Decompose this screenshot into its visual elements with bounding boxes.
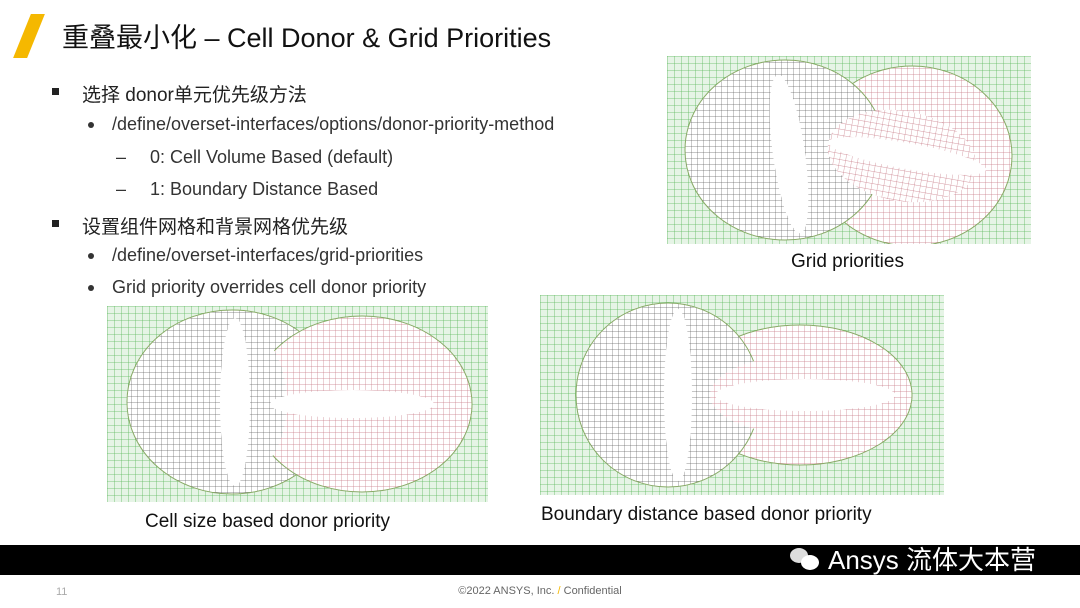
caption-grid-priorities: Grid priorities — [791, 251, 904, 272]
confidential-label: Confidential — [563, 585, 622, 597]
watermark: Ansys 流体大本营 — [790, 540, 1036, 577]
option-boundary-distance: 1: Boundary Distance Based — [116, 179, 378, 200]
bullet-grid-priorities: 设置组件网格和背景网格优先级 — [51, 212, 348, 239]
copyright-text: ©2022 ANSYS, Inc. — [458, 585, 555, 597]
bullet-grid-priorities-command: /define/overset-interfaces/grid-prioriti… — [87, 245, 424, 265]
page-title: 重叠最小化 – Cell Donor & Grid Priorities — [62, 23, 552, 53]
footer-black-bar — [0, 545, 1080, 575]
footer-copyright: ©2022 ANSYS, Inc. / Confidential — [0, 585, 1080, 597]
bullet-grid-override-note: Grid priority overrides cell donor prior… — [87, 277, 427, 297]
bullet-donor-priority-command: /define/overset-interfaces/options/donor… — [87, 114, 555, 134]
watermark-text: Ansys 流体大本营 — [828, 545, 1037, 575]
caption-cell-size: Cell size based donor priority — [145, 511, 391, 532]
page-number: 11 — [56, 586, 68, 598]
footer-separator: / — [557, 585, 561, 597]
option-cell-volume: 0: Cell Volume Based (default) — [116, 147, 393, 168]
boundary-distance-mesh-image — [540, 295, 944, 495]
bullet-donor-method: 选择 donor单元优先级方法 — [52, 80, 307, 107]
brand-slash-accent — [13, 14, 45, 58]
grid-priorities-mesh-image — [667, 56, 1031, 244]
caption-boundary-distance: Boundary distance based donor priority — [541, 504, 872, 525]
wechat-icon — [790, 546, 820, 572]
cell-size-mesh-image — [107, 306, 488, 502]
